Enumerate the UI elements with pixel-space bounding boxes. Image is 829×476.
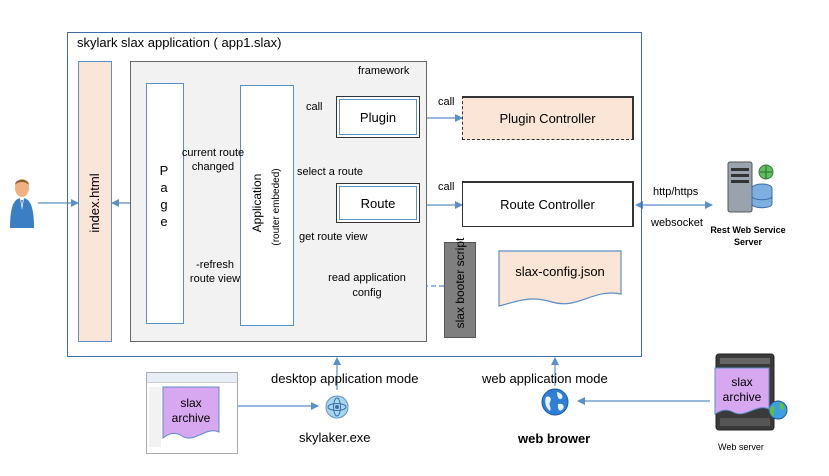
slax-archive-left-shape: [162, 386, 220, 440]
plugin-box[interactable]: Plugin: [336, 96, 420, 138]
page-label: Page: [159, 163, 169, 229]
slax-archive-right-shape: [714, 367, 770, 415]
current-route-changed-label: current route changed: [181, 147, 245, 173]
skylaker-exe-icon[interactable]: [322, 394, 352, 420]
application-label: Application: [250, 173, 264, 233]
skylaker-exe-label: skylaker.exe: [299, 430, 371, 445]
user-icon: [10, 179, 34, 228]
slax-config-label[interactable]: slax-config.json: [515, 264, 605, 279]
call-plugin-label: call: [306, 101, 323, 113]
route-controller-box[interactable]: Route Controller: [462, 181, 634, 227]
plugin-controller-label: Plugin Controller: [499, 111, 596, 126]
web-server-label: Web server: [718, 442, 764, 452]
application-title: skylark slax application ( app1.slax): [77, 35, 282, 50]
route-label: Route: [360, 195, 396, 211]
call-plugin-controller-label: call: [438, 96, 455, 108]
framework-label: framework: [358, 65, 410, 77]
web-browser-globe-icon[interactable]: [540, 387, 570, 417]
websocket-label: websocket: [651, 217, 703, 229]
web-browser-label: web brower: [518, 431, 591, 446]
index-html-box[interactable]: [78, 61, 112, 342]
slax-archive-left-label: slax archive: [171, 396, 211, 425]
slax-archive-right-label: slax archive: [722, 375, 762, 404]
web-mode-label: web application mode: [482, 371, 608, 386]
read-config-label: read application config: [328, 272, 406, 299]
desktop-mode-label: desktop application mode: [271, 371, 419, 386]
application-box[interactable]: [240, 85, 294, 326]
rest-server-icon: [727, 161, 774, 213]
page-box[interactable]: [146, 83, 184, 324]
slax-config-shape: [498, 250, 622, 307]
booter-script-label: slax booter script: [453, 237, 467, 329]
application-container: [67, 32, 642, 357]
http-label: http/https: [653, 186, 699, 198]
get-route-view-label: get route view: [299, 231, 368, 243]
route-controller-label: Route Controller: [500, 197, 595, 212]
booter-script-box: [444, 242, 476, 338]
index-html-label: index.html: [87, 173, 102, 233]
refresh-route-view-label: -refresh route view: [189, 259, 241, 285]
call-route-controller-label: call: [438, 181, 455, 193]
plugin-label: Plugin: [359, 109, 397, 125]
route-box[interactable]: Route: [336, 183, 420, 223]
plugin-controller-box[interactable]: Plugin Controller: [462, 96, 634, 140]
application-sublabel: (router embeded): [271, 168, 282, 246]
rest-server-label: Rest Web Service Server: [710, 225, 786, 247]
select-route-label: select a route: [297, 166, 364, 178]
